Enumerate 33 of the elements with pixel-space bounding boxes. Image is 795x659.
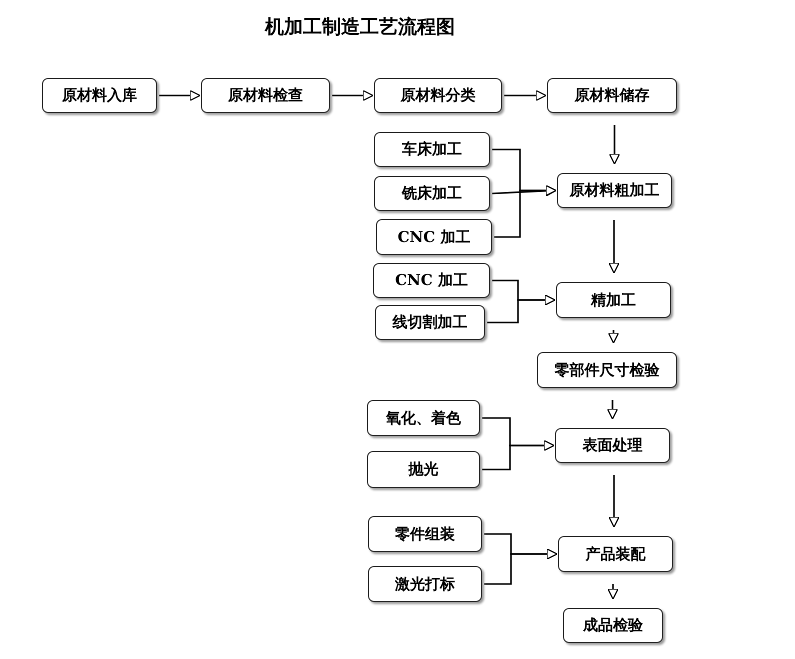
process-box: CNC 加工: [376, 219, 492, 255]
process-box: 车床加工: [374, 132, 490, 167]
arrow: [607, 584, 619, 600]
arrow: [487, 294, 556, 324]
process-box: 铣床加工: [374, 176, 490, 211]
arrow: [608, 125, 620, 165]
process-box: 零部件尺寸检验: [537, 352, 677, 388]
process-box: 零件组装: [368, 516, 482, 552]
process-box: 抛光: [367, 451, 480, 488]
arrow: [608, 475, 620, 528]
arrow: [484, 548, 558, 585]
arrow: [332, 90, 374, 102]
process-box: 原材料检查: [201, 78, 330, 113]
arrow: [608, 220, 620, 274]
process-box: 原材料分类: [374, 78, 502, 113]
process-box: 产品装配: [558, 536, 673, 572]
process-box: 精加工: [556, 282, 671, 318]
arrow: [482, 440, 555, 470]
process-box: 原材料储存: [547, 78, 677, 113]
process-box: 激光打标: [368, 566, 482, 602]
diagram-title: 机加工制造工艺流程图: [265, 15, 455, 40]
arrow: [608, 330, 620, 344]
process-box: 线切割加工: [375, 305, 485, 340]
arrow: [159, 90, 201, 102]
process-box: 表面处理: [555, 428, 670, 463]
process-box: 成品检验: [563, 608, 663, 643]
process-box: 原材料入库: [42, 78, 157, 113]
process-box: CNC 加工: [373, 263, 490, 298]
arrow: [606, 400, 618, 420]
process-box: 原材料粗加工: [557, 173, 672, 208]
arrow: [504, 90, 547, 102]
arrow: [494, 184, 557, 238]
process-box: 氧化、着色: [367, 400, 480, 436]
